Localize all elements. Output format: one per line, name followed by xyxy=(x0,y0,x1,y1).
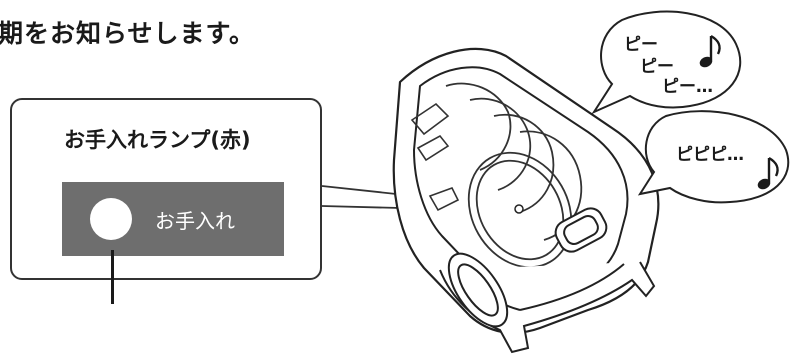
music-note-icon xyxy=(757,156,779,190)
bubble-1-line-1: ピー xyxy=(624,35,658,55)
page-heading: 期をお知らせします。 xyxy=(0,19,256,48)
bubble-2-text: ピピピ… xyxy=(676,145,744,165)
lamp-callout: お手入れランプ(赤) お手入れ xyxy=(10,98,322,304)
lamp-pointer-line xyxy=(111,250,114,304)
lamp-indicator xyxy=(514,204,524,214)
lamp-label: お手入れランプ(赤) xyxy=(64,128,251,152)
lamp-light-icon xyxy=(90,198,132,240)
lamp-panel: お手入れ xyxy=(62,182,284,256)
bubble-1-line-2: ピー xyxy=(640,57,674,77)
music-note-icon xyxy=(699,34,721,68)
speech-bubble-2 xyxy=(637,110,790,204)
vacuum-window xyxy=(554,207,608,253)
bubble-1-line-3: ピー… xyxy=(662,77,713,97)
speech-bubble-1 xyxy=(591,10,742,115)
lamp-text: お手入れ xyxy=(155,209,235,233)
